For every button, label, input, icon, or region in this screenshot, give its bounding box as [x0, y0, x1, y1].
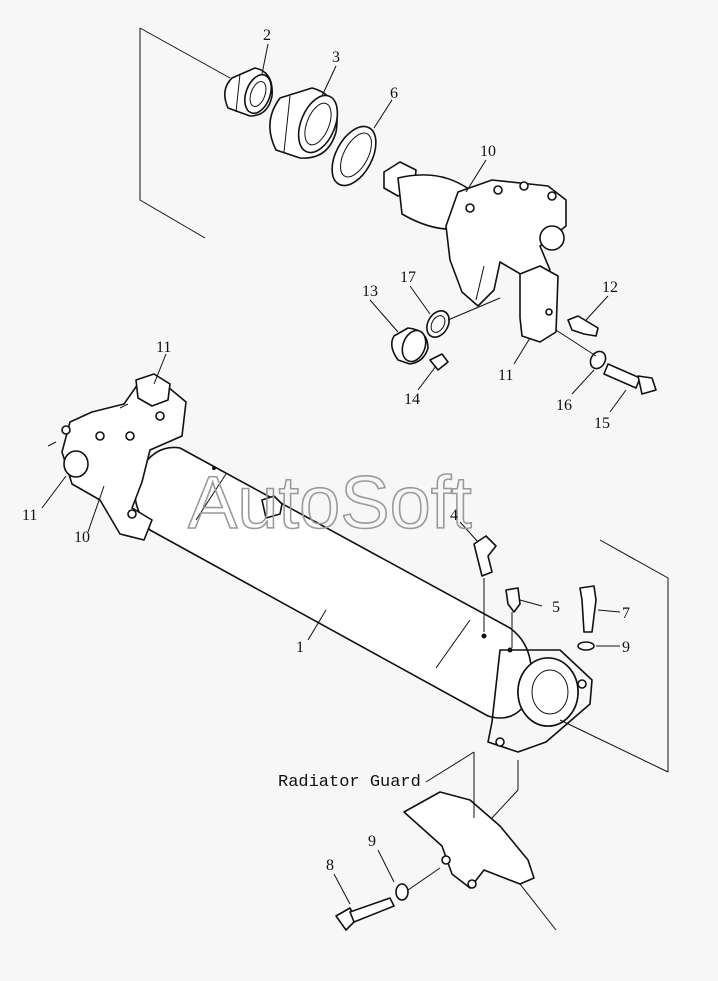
- callout-16: 16: [556, 397, 572, 414]
- upper-assembly-boundary: [139, 27, 231, 239]
- radiator-guard-label: Radiator Guard: [278, 773, 421, 792]
- callout-12: 12: [602, 279, 618, 296]
- callout-14: 14: [404, 391, 420, 408]
- grease-fitting-part-5: [505, 587, 521, 648]
- callout-leaders: [41, 43, 627, 905]
- leader-11-16: [555, 329, 597, 357]
- washer-part-9-upper: [577, 641, 595, 651]
- axle-housing-part-1: [134, 446, 593, 753]
- callout-10-lower: 10: [74, 529, 90, 546]
- bolt-part-8: [335, 897, 395, 931]
- callout-15: 15: [594, 415, 610, 432]
- grease-fitting-part-12: [567, 315, 599, 337]
- callout-11-lower-left: 11: [22, 507, 37, 524]
- elbow-fitting-part-4: [473, 535, 497, 632]
- leader-13-17: [447, 297, 501, 321]
- bushing-part-2: [224, 67, 273, 117]
- bearing-part-6: [331, 125, 377, 187]
- bolt-part-15: [603, 363, 657, 395]
- callout-6: 6: [390, 85, 398, 102]
- bearing-cap-part-11-lower: [47, 373, 171, 447]
- callout-1: 1: [296, 639, 304, 656]
- watermark-text: AutoSoft: [188, 461, 472, 544]
- callout-8: 8: [326, 857, 334, 874]
- callout-9-lower: 9: [368, 833, 376, 850]
- seal-part-17: [426, 310, 450, 338]
- callout-4: 4: [450, 507, 458, 524]
- bushing-part-3: [269, 87, 339, 159]
- callout-5: 5: [552, 599, 560, 616]
- washer-part-9-lower: [395, 867, 441, 901]
- bolt-part-7: [579, 585, 597, 633]
- bushing-part-13: [390, 327, 429, 365]
- callout-17: 17: [400, 269, 416, 286]
- callout-11-lower-top: 11: [156, 339, 171, 356]
- pivot-bracket-part-10-lower: [61, 381, 187, 541]
- callout-7: 7: [622, 605, 630, 622]
- callout-10-upper: 10: [480, 143, 496, 160]
- lower-assembly-boundary: [559, 539, 669, 773]
- callout-2: 2: [263, 27, 271, 44]
- callout-11-upper: 11: [498, 367, 513, 384]
- radiator-guard-bracket: [403, 751, 557, 931]
- callout-13: 13: [362, 283, 378, 300]
- callout-3: 3: [332, 49, 340, 66]
- washer-part-16: [589, 350, 607, 370]
- bearing-cap-part-11-upper: [519, 265, 559, 343]
- plug-part-14: [429, 353, 449, 371]
- callout-9-upper: 9: [622, 639, 630, 656]
